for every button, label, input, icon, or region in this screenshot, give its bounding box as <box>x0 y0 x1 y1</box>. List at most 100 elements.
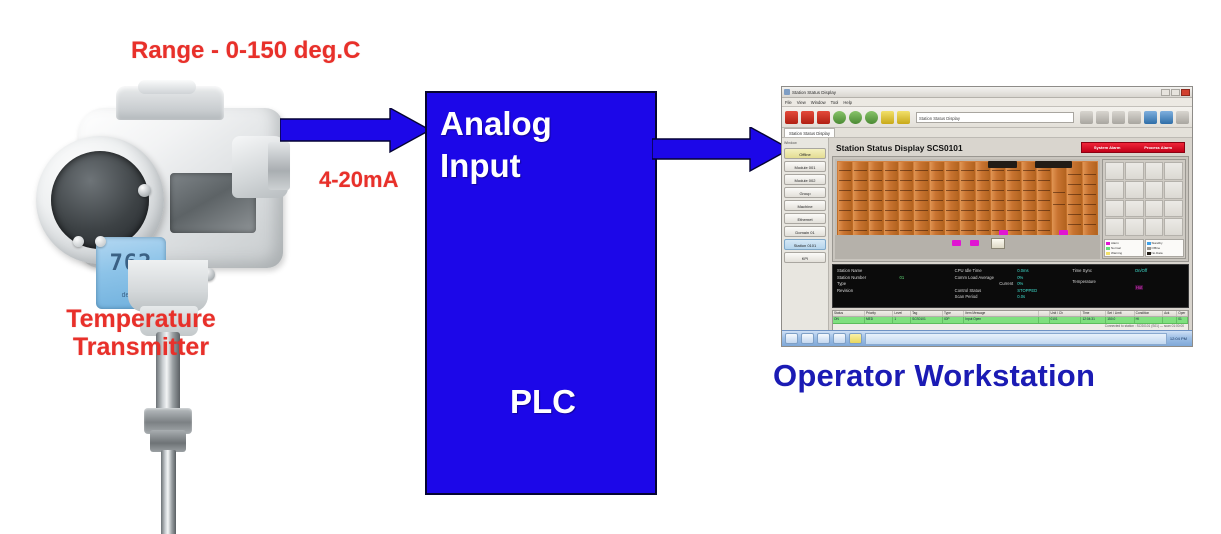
sidebar-item-ethernet[interactable]: Ethernet <box>784 213 826 224</box>
sidebar-item-station-0101[interactable]: Station 0101 <box>784 239 826 250</box>
wrench-2-icon[interactable] <box>1096 110 1109 124</box>
legend-label: Alarm <box>1111 241 1119 245</box>
io-card[interactable] <box>945 162 960 238</box>
menu-help[interactable]: Help <box>843 99 852 105</box>
navigate-up-icon[interactable] <box>849 110 862 124</box>
taskbar-icon-3[interactable] <box>833 333 846 344</box>
io-card[interactable] <box>1021 162 1036 238</box>
io-card[interactable] <box>868 162 883 238</box>
module-slot-empty[interactable] <box>991 238 1006 249</box>
sidebar-item-domain-01[interactable]: Domain 01 <box>784 226 826 237</box>
alarm-banner[interactable]: System Alarm Process Alarm <box>1081 142 1185 153</box>
navigate-back-icon[interactable] <box>833 110 846 124</box>
taskbar-icon-1[interactable] <box>801 333 814 344</box>
wrench-icon[interactable] <box>1080 110 1093 124</box>
start-button[interactable] <box>785 333 798 344</box>
status-grid[interactable] <box>1103 160 1185 238</box>
grid-cell[interactable] <box>1124 218 1144 236</box>
io-card[interactable] <box>853 162 868 238</box>
menu-bar[interactable]: File View Window Tool Help <box>782 98 1192 107</box>
column-header: Type <box>943 311 965 316</box>
grid-cell[interactable] <box>1164 180 1183 199</box>
sidebar-item-module-002[interactable]: Module 002 <box>784 174 826 185</box>
sidebar-item-machine[interactable]: Machine <box>784 200 826 211</box>
io-card[interactable] <box>1036 162 1052 238</box>
menu-view[interactable]: View <box>796 99 806 105</box>
grid-cell[interactable] <box>1164 218 1183 236</box>
sidebar-item-offline[interactable]: Offline <box>784 148 826 159</box>
grid-cell[interactable] <box>1105 180 1124 199</box>
minimize-button[interactable] <box>1161 88 1170 96</box>
wrench-3-icon[interactable] <box>1112 110 1125 124</box>
maximize-button[interactable] <box>1171 88 1180 96</box>
taskbar[interactable]: 12:04 PM <box>782 330 1192 346</box>
io-card[interactable] <box>1082 162 1098 238</box>
io-card[interactable] <box>883 162 899 238</box>
grid-cell[interactable] <box>1105 162 1124 180</box>
taskbar-icon-4[interactable] <box>849 333 862 344</box>
io-card[interactable] <box>1006 162 1021 238</box>
column-header: Level <box>893 311 912 316</box>
grid-cell[interactable] <box>1164 162 1183 180</box>
sidebar-item-kpi[interactable]: KPI <box>784 252 826 263</box>
grid-cell[interactable] <box>1144 180 1164 199</box>
pencil-icon[interactable] <box>1144 110 1157 124</box>
tab-bar[interactable]: Station Status Display <box>782 128 1192 138</box>
io-card[interactable] <box>838 162 853 238</box>
io-rack-graphic[interactable] <box>835 159 1100 259</box>
sidebar-item-module-001[interactable]: Module 001 <box>784 161 826 172</box>
grid-cell[interactable] <box>1105 199 1124 218</box>
status-row: Comm Load Average 0% <box>955 275 1067 280</box>
tab-station-status-display[interactable]: Station Status Display <box>784 128 835 137</box>
io-card[interactable] <box>975 162 990 238</box>
status-value: Hot <box>1134 285 1144 290</box>
workstation-annotation: Operator Workstation <box>773 358 1096 393</box>
transmitter-conduit-hex <box>268 142 290 190</box>
grid-cell[interactable] <box>1124 180 1144 199</box>
alarm-table[interactable]: Status Priority Level Tag Type Item Mess… <box>832 310 1189 332</box>
legend-label: Warning <box>1111 251 1123 255</box>
grid-cell[interactable] <box>1144 218 1164 236</box>
alarm-red-3-icon[interactable] <box>817 110 830 124</box>
warning-icon[interactable] <box>881 110 894 124</box>
taskbar-window-button[interactable] <box>865 332 1167 345</box>
io-card[interactable] <box>929 162 945 238</box>
sidebar-item-group[interactable]: Group <box>784 187 826 198</box>
menu-tool[interactable]: Tool <box>830 99 839 105</box>
close-button[interactable] <box>1181 88 1190 96</box>
io-card[interactable] <box>899 162 914 238</box>
print-icon[interactable] <box>1176 110 1189 124</box>
probe-hex-nut <box>144 408 192 434</box>
grid-cell[interactable] <box>1144 162 1164 180</box>
toolbar-right-group[interactable] <box>1080 110 1189 124</box>
grid-cell[interactable] <box>1124 162 1144 180</box>
alarm-red-2-icon[interactable] <box>801 110 814 124</box>
io-card[interactable] <box>1067 162 1082 238</box>
io-card-cpu[interactable] <box>1052 162 1067 238</box>
io-card[interactable] <box>990 162 1006 238</box>
io-card[interactable] <box>914 162 929 238</box>
pencil-2-icon[interactable] <box>1160 110 1173 124</box>
table-row[interactable]: ON MED 1 SCS0101 IOP Input Open 0101 12:… <box>833 317 1188 324</box>
tag-icon[interactable] <box>897 110 910 124</box>
grid-cell[interactable] <box>1144 199 1164 218</box>
transmitter-annotation: Temperature Transmitter <box>66 305 216 361</box>
wrench-4-icon[interactable] <box>1128 110 1141 124</box>
navigation-sidebar[interactable]: Window Offline Module 001 Module 002 Gro… <box>782 138 829 346</box>
address-input[interactable]: Station Status Display <box>916 111 1074 123</box>
column-header: Tag <box>911 311 944 316</box>
menu-window[interactable]: Window <box>810 99 826 105</box>
column-header: Unit / Ch <box>1050 311 1082 316</box>
menu-file[interactable]: File <box>785 99 792 105</box>
range-annotation: Range - 0-150 deg.C <box>131 37 361 64</box>
io-card[interactable] <box>960 162 975 238</box>
grid-cell[interactable] <box>1164 199 1183 218</box>
window-controls[interactable] <box>1161 88 1190 96</box>
taskbar-icon-2[interactable] <box>817 333 830 344</box>
navigate-down-icon[interactable] <box>865 110 878 124</box>
alarm-red-icon[interactable] <box>785 110 798 124</box>
lcd-button-right <box>95 236 106 247</box>
grid-cell[interactable] <box>1124 199 1144 218</box>
toolbar[interactable]: Station Status Display <box>782 107 1192 128</box>
grid-cell[interactable] <box>1105 218 1124 236</box>
